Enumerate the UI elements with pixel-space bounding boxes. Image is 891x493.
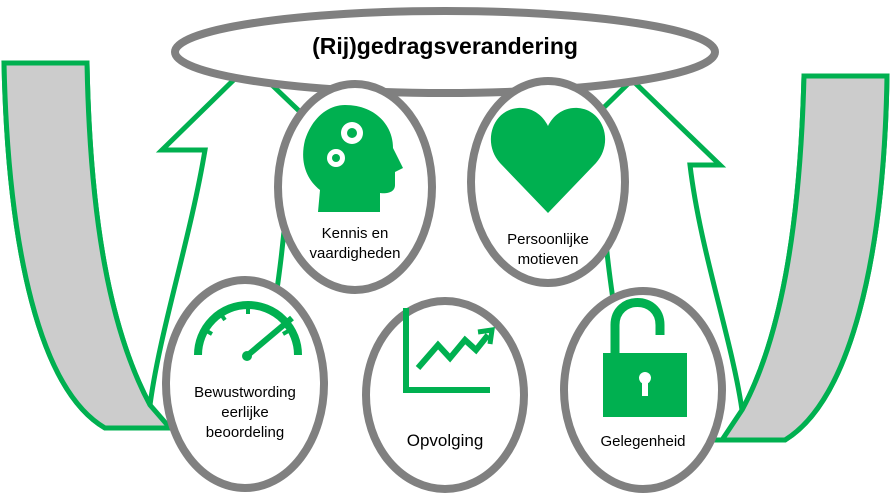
goal-title: (Rij)gedragsverandering bbox=[312, 33, 578, 59]
label-line: Persoonlijke bbox=[507, 231, 589, 248]
node-label-gelegenheid: Gelegenheid bbox=[573, 432, 713, 452]
node-circle-opvolging bbox=[362, 297, 528, 493]
node-label-kennis: Kennis en vaardigheden bbox=[285, 224, 425, 264]
label-line: beoordeling bbox=[205, 424, 285, 441]
label-line: vaardigheden bbox=[309, 245, 401, 262]
rising-chart-icon bbox=[403, 308, 495, 393]
speedometer-icon bbox=[194, 301, 302, 361]
node-label-opvolging: Opvolging bbox=[375, 431, 515, 451]
head-gears-icon bbox=[303, 105, 403, 212]
heart-icon bbox=[490, 107, 606, 213]
node-label-bewustwording: Bewustwording eerlijke beoordeling bbox=[170, 383, 320, 443]
unlocked-padlock-icon bbox=[603, 298, 687, 417]
label-line: eerlijke bbox=[221, 404, 269, 421]
label-line: Bewustwording bbox=[194, 384, 296, 401]
label-line: Kennis en bbox=[321, 225, 389, 242]
label-line: Opvolging bbox=[406, 431, 484, 450]
goal-ellipse bbox=[171, 7, 719, 97]
label-line: motieven bbox=[517, 251, 579, 268]
label-line: Gelegenheid bbox=[600, 433, 686, 450]
node-label-motieven: Persoonlijke motieven bbox=[478, 230, 618, 270]
